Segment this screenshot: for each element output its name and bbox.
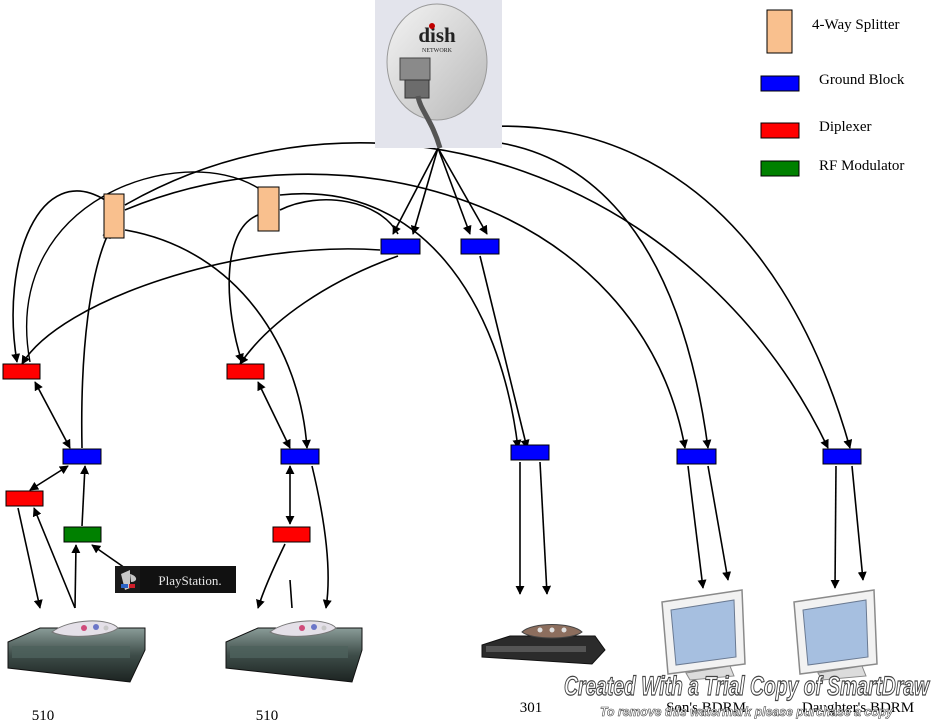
- legend-splitter-swatch: [766, 9, 793, 54]
- legend-ground-block-swatch: [760, 75, 800, 92]
- watermark-line-1: Created With a Trial Copy of SmartDraw: [564, 671, 930, 701]
- legend-rf-modulator-swatch: [760, 160, 800, 177]
- diplexer2-to-gb-rec2: [257, 381, 291, 449]
- watermark-line-2: To remove this watermark please purchase…: [600, 704, 894, 719]
- dish-to-gb1a: [392, 147, 439, 235]
- ps-to-rfmod: [91, 544, 126, 569]
- splitter1-to-gb5: [124, 142, 829, 449]
- receiver1-to-rfmod: [71, 544, 81, 609]
- dish-logo-subtext: NETWORK: [422, 48, 453, 54]
- gb-rec2-to-receiver2: [311, 465, 332, 609]
- gb4-to-tv1b: [707, 465, 732, 581]
- diplexer1-from-splitter2: [26, 171, 259, 363]
- tv-monitor-2: [793, 589, 878, 681]
- ground-block-rec1: [62, 448, 102, 465]
- diplexer-2: [226, 363, 265, 380]
- splitter2-to-gb3: [279, 192, 522, 449]
- gb2-to-gb3: [479, 255, 530, 449]
- tv-monitor-1: [661, 589, 746, 681]
- legend-splitter-label: 4-Way Splitter: [812, 17, 900, 33]
- ground-block-2: [460, 238, 500, 255]
- receiver2-up: [289, 579, 293, 609]
- diplexer3-to-receiver1a: [17, 507, 43, 609]
- diplexer1-to-gb-rec1: [34, 381, 71, 449]
- dish-to-gb2a: [437, 147, 472, 235]
- playstation-console: PlayStation.: [115, 566, 236, 593]
- rfmod-to-gb-rec1: [80, 465, 90, 527]
- playstation-label: PlayStation.: [158, 573, 221, 588]
- receiver-1-label: 510: [32, 708, 55, 724]
- dish-to-gb5: [439, 125, 853, 449]
- gb4-to-tv1a: [687, 465, 707, 589]
- legend-ground-block-label: Ground Block: [819, 72, 905, 88]
- diplexer-4: [272, 526, 311, 543]
- receiver-3-label: 301: [520, 700, 543, 716]
- splitter2-to-diplexer2: [228, 214, 259, 363]
- dish-logo-text: dish: [418, 23, 456, 47]
- receiver-2-label: 510: [256, 708, 279, 724]
- rf-modulator-1: [63, 526, 102, 543]
- tv-1-label: Son's BDRM: [666, 700, 746, 716]
- tv-2-label: Daughter's BDRM: [802, 700, 914, 716]
- ground-block-tv2: [822, 448, 862, 465]
- connection-lines: [11, 125, 867, 609]
- dish-to-gb1b: [410, 147, 439, 235]
- splitter1-to-diplexer1: [11, 190, 106, 363]
- watermark: Created With a Trial Copy of SmartDraw T…: [563, 670, 931, 719]
- ground-block-rec2: [280, 448, 320, 465]
- satellite-dish: dish NETWORK: [375, 0, 502, 149]
- splitter-1: [103, 193, 125, 239]
- ground-block-tv1: [676, 448, 717, 465]
- gb5-to-tv2b: [851, 465, 867, 581]
- gb-rec1-to-splitter1: [80, 229, 111, 449]
- legend-diplexer-label: Diplexer: [819, 119, 871, 135]
- splitter-2: [257, 186, 280, 232]
- gb-rec1-to-diplexer3: [29, 465, 69, 491]
- receiver1-to-diplexer3: [32, 507, 76, 609]
- receiver-301: [481, 624, 606, 665]
- splitter2-to-gb1: [279, 199, 399, 235]
- gb1-to-diplexer2: [239, 255, 399, 365]
- diplexer-3: [5, 490, 44, 507]
- gb3-to-receiver3b: [539, 461, 552, 595]
- legend-rf-modulator-label: RF Modulator: [819, 158, 904, 174]
- gb5-to-tv2a: [830, 465, 840, 589]
- ground-block-1: [380, 238, 421, 255]
- dish-to-gb2b: [437, 147, 488, 235]
- diplexer-1: [2, 363, 41, 380]
- legend: 4-Way Splitter Ground Block Diplexer RF …: [760, 9, 905, 177]
- diplexer4-to-receiver2: [256, 543, 286, 609]
- splitter1-to-gb4: [124, 173, 688, 449]
- splitter1-to-gb-rec2: [124, 229, 311, 449]
- dish-logo-dot: [429, 23, 435, 29]
- receiver-510-1: [7, 620, 146, 683]
- legend-diplexer-swatch: [760, 122, 800, 139]
- dish-to-gb4: [439, 138, 712, 449]
- gb1-to-diplexer1: [21, 248, 381, 365]
- receiver-510-2: [225, 620, 363, 683]
- ground-block-rec3: [510, 444, 550, 461]
